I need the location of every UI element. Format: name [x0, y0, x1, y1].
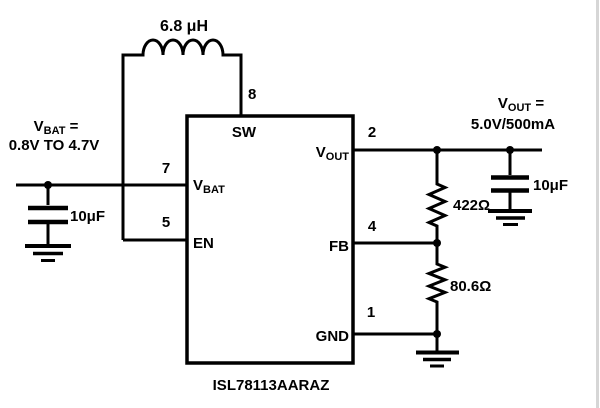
vout-rating-label: 5.0V/500mA — [471, 116, 555, 133]
vbat-source-label: VBAT = — [34, 118, 79, 137]
pin-label-vbat: VBAT — [193, 177, 225, 196]
pin-label-sw: SW — [232, 124, 257, 141]
pin-label-en: EN — [193, 235, 214, 252]
input-capacitor-symbol — [28, 181, 68, 244]
ground-symbol — [416, 334, 459, 368]
input-section: 6.8 μH VBAT = 0.8V TO 4.7V 10μF — [9, 18, 243, 262]
pin-number-sw: 8 — [248, 86, 256, 103]
pin-number-fb: 4 — [368, 218, 377, 235]
pin-label-gnd: GND — [316, 328, 350, 345]
vbat-range-label: 0.8V TO 4.7V — [9, 137, 100, 154]
resistor-top-symbol — [425, 150, 449, 243]
vout-label: VOUT = — [498, 95, 544, 114]
output-section: VOUT = 5.0V/500mA 422Ω 80.6Ω — [353, 95, 568, 368]
pin-number-vbat: 7 — [162, 160, 170, 177]
output-capacitor-value: 10μF — [533, 177, 568, 194]
inductor-value-label: 6.8 μH — [160, 18, 208, 35]
resistor-bottom-symbol — [424, 243, 450, 334]
ground-symbol — [25, 244, 71, 262]
input-capacitor-value: 10μF — [70, 208, 105, 225]
pin-number-gnd: 1 — [367, 304, 375, 321]
inductor-symbol — [121, 38, 243, 240]
resistor-bottom-value: 80.6Ω — [450, 278, 491, 295]
pin-number-vout: 2 — [368, 124, 376, 141]
resistor-top-value: 422Ω — [453, 197, 490, 214]
ic-block: ISL78113AARAZ 8 7 5 2 4 1 SW VBAT EN VOU… — [162, 86, 377, 394]
pin-label-vout: VOUT — [316, 144, 350, 163]
pin-number-en: 5 — [162, 214, 170, 231]
output-capacitor-symbol — [488, 146, 532, 226]
ic-body — [185, 114, 355, 365]
ic-part-number: ISL78113AARAZ — [213, 377, 330, 394]
page-edge-shadow — [596, 0, 599, 408]
pin-label-fb: FB — [329, 238, 349, 255]
